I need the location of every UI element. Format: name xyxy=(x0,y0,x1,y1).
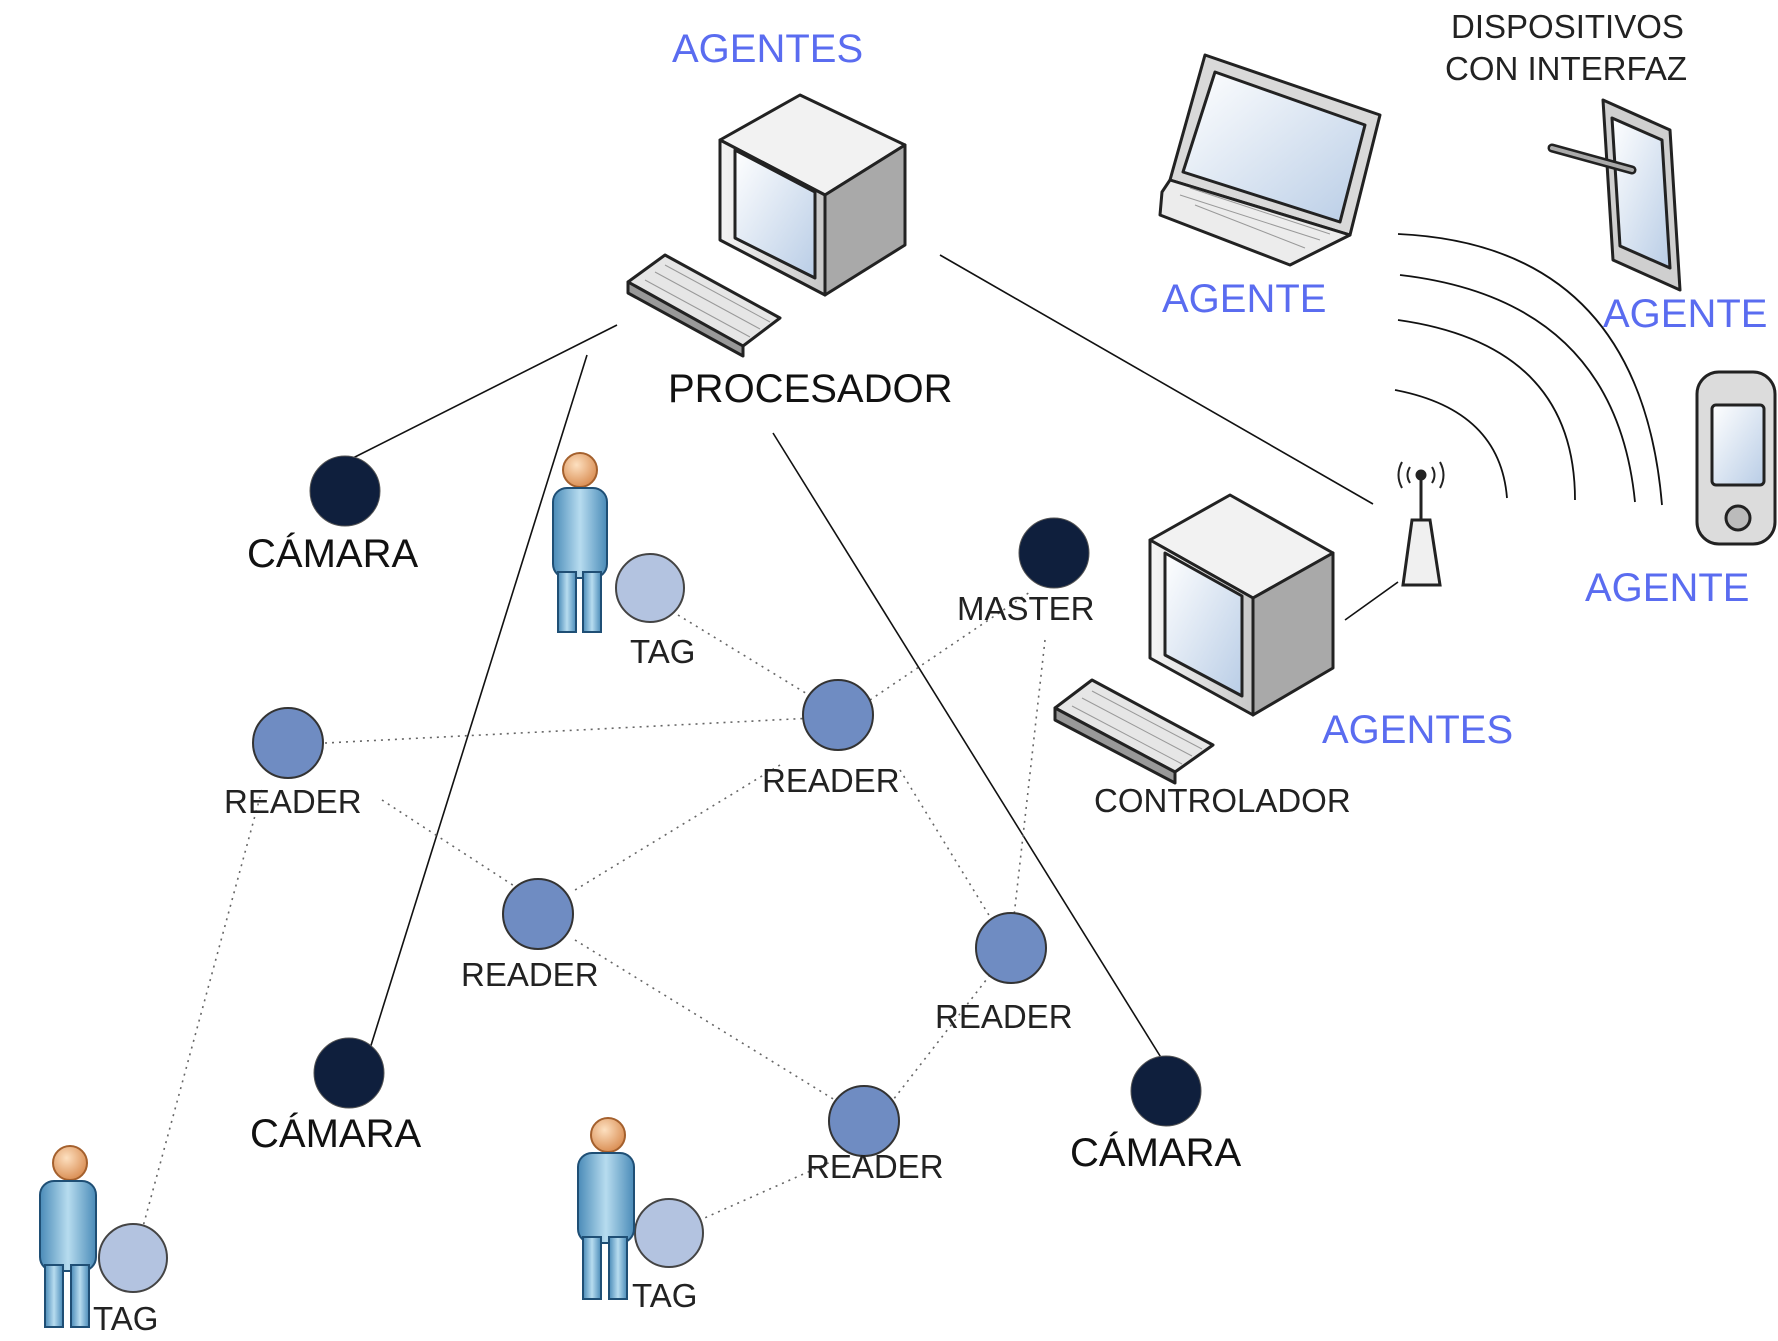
tag-label: TAG xyxy=(632,1277,698,1314)
agentes-controller-label: AGENTES xyxy=(1322,708,1514,752)
laptop-icon xyxy=(1158,53,1382,267)
person-icon xyxy=(39,1145,97,1328)
dispositivos-label-line1: DISPOSITIVOS xyxy=(1451,8,1684,45)
link-processor-camera3 xyxy=(772,432,1171,1073)
tag-node xyxy=(98,1223,168,1293)
wave-4 xyxy=(1397,233,1663,506)
reader-node xyxy=(975,912,1047,984)
agente-laptop-label: AGENTE xyxy=(1162,277,1327,321)
reader-label: READER xyxy=(935,998,1073,1035)
wireless-waves xyxy=(1394,233,1663,506)
reader-node xyxy=(828,1085,900,1157)
link-controller-antenna xyxy=(1344,581,1399,621)
link-reader2-reader3 xyxy=(574,764,781,891)
camara-label: CÁMARA xyxy=(250,1112,422,1156)
reader-label: READER xyxy=(461,956,599,993)
link-reader2-reader4 xyxy=(899,769,996,926)
controlador-label: CONTROLADOR xyxy=(1094,782,1351,819)
tag-nodes xyxy=(98,553,704,1293)
master-label: MASTER xyxy=(957,590,1095,627)
link-processor-antenna xyxy=(939,254,1374,505)
pda-icon xyxy=(1695,370,1777,546)
agente-pda-label: AGENTE xyxy=(1585,566,1750,610)
link-reader1-reader3 xyxy=(381,799,526,894)
link-processor-camera2 xyxy=(367,354,588,1056)
camara-label: CÁMARA xyxy=(1070,1131,1242,1175)
tag-label: TAG xyxy=(93,1300,159,1337)
wave-3 xyxy=(1399,274,1636,503)
tag-node xyxy=(634,1198,704,1268)
agente-tablet-label: AGENTE xyxy=(1603,292,1768,336)
link-master-reader4 xyxy=(1012,639,1046,926)
link-reader1-tag3 xyxy=(137,789,263,1246)
camera-nodes xyxy=(309,455,1202,1127)
link-reader1-reader2 xyxy=(324,717,814,744)
reader-node xyxy=(502,878,574,950)
camera-node xyxy=(1130,1055,1202,1127)
link-reader3-reader5 xyxy=(574,939,844,1106)
link-processor-camera1 xyxy=(342,324,618,464)
reader-node xyxy=(802,679,874,751)
link-reader4-reader5 xyxy=(892,974,991,1101)
antenna-icon xyxy=(1397,461,1445,587)
tag-label: TAG xyxy=(630,633,696,670)
person-icon xyxy=(552,452,608,633)
dotted-links xyxy=(137,591,1046,1246)
wave-2 xyxy=(1397,319,1576,501)
camera-node xyxy=(313,1037,385,1109)
link-tag1-reader2 xyxy=(677,614,818,701)
agentes-processor-label: AGENTES xyxy=(672,27,864,71)
wave-1 xyxy=(1394,389,1508,499)
reader-node xyxy=(252,707,324,779)
tablet-icon xyxy=(1547,98,1682,292)
desktop-computer-icon xyxy=(1053,493,1335,785)
camara-label: CÁMARA xyxy=(247,532,419,576)
person-icon xyxy=(577,1117,635,1300)
tag-node xyxy=(615,553,685,623)
dispositivos-label-line2: CON INTERFAZ xyxy=(1445,50,1688,87)
reader-label: READER xyxy=(806,1148,944,1185)
procesador-label: PROCESADOR xyxy=(668,367,953,411)
desktop-computer-icon xyxy=(626,93,907,358)
camera-node xyxy=(309,455,381,527)
reader-label: READER xyxy=(224,783,362,820)
master-node xyxy=(1018,517,1090,589)
reader-nodes xyxy=(252,679,1047,1157)
reader-label: READER xyxy=(762,762,900,799)
solid-links xyxy=(342,254,1399,1073)
